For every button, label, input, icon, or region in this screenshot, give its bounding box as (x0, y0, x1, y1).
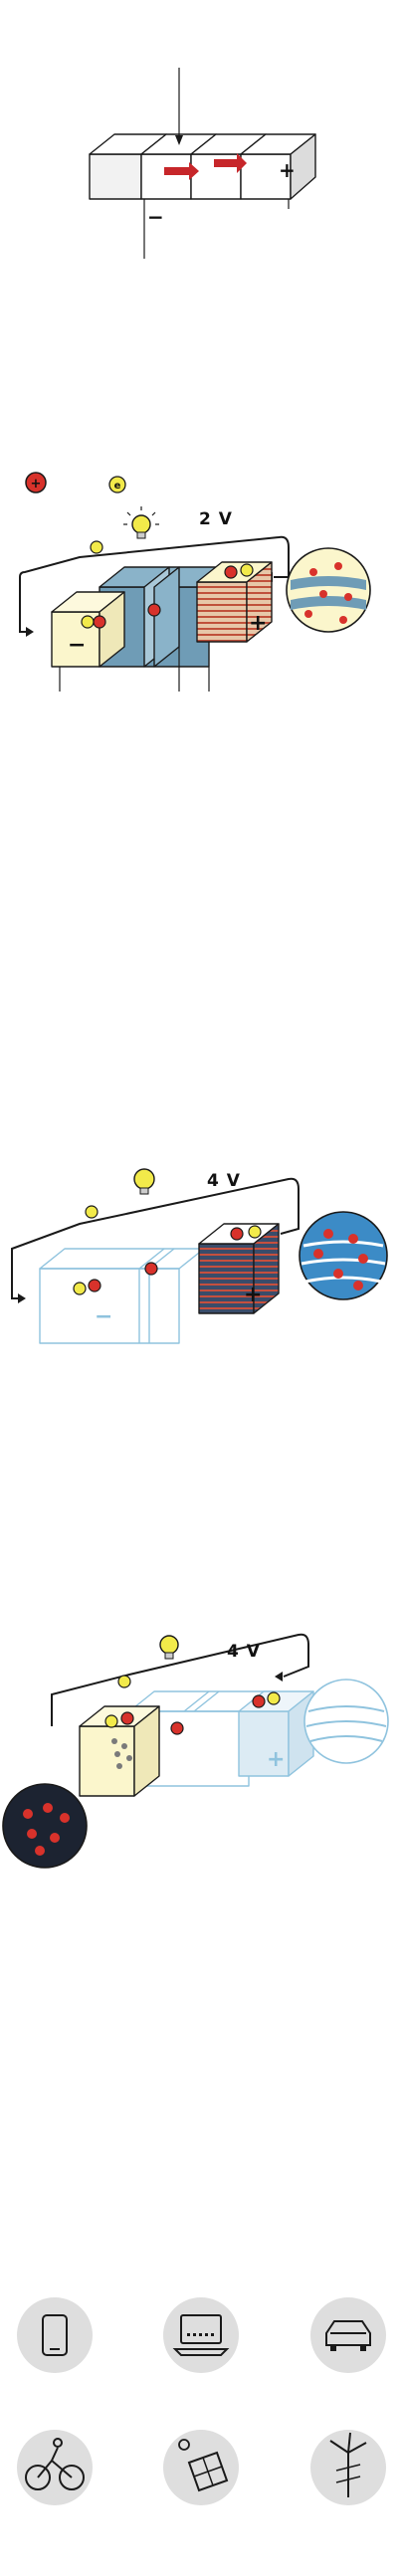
voltage-label: 2 V (199, 509, 233, 529)
light-bulb-icon (123, 506, 159, 539)
cathode-plus-sign: + (249, 611, 267, 636)
cathode-plus-sign: + (267, 1747, 285, 1772)
cell-diagram-4v-charged: 4 V − + (11, 1168, 388, 1344)
laptop-icon (163, 2297, 239, 2373)
solar-panel-icon (163, 2430, 239, 2505)
anode-zoom-detail (2, 1783, 88, 1869)
cathode-zoom-detail (303, 1679, 389, 1764)
wind-turbine-icon (310, 2430, 386, 2505)
voltage-label: 4 V (227, 1642, 261, 1662)
cathode-zoom-detail (299, 1211, 388, 1300)
cell-schematic-basic: − + (89, 68, 316, 259)
cell-diagram-4v-discharging: 4 V + (2, 1633, 389, 1869)
car-icon (310, 2297, 386, 2373)
minus-sign: − (147, 205, 164, 229)
smartphone-icon (17, 2297, 93, 2373)
plus-sign: + (279, 158, 296, 182)
light-bulb-icon (159, 1635, 179, 1660)
voltage-label: 4 V (207, 1171, 241, 1191)
anode-minus-sign: − (68, 633, 86, 658)
cell-diagram-2v: 2 V − + (19, 506, 371, 692)
ion-sign: + (31, 477, 42, 492)
applications-grid (17, 2297, 386, 2505)
electron-icon (108, 476, 126, 494)
legend: + e (25, 472, 126, 494)
cathode-zoom-detail (286, 547, 371, 633)
light-bulb-icon (133, 1168, 155, 1195)
electron-sign: e (114, 481, 121, 492)
lithium-ion-icon (25, 472, 47, 494)
cathode-plus-sign: + (244, 1283, 262, 1307)
e-bike-icon (17, 2430, 93, 2505)
anode-minus-sign: − (95, 1304, 112, 1329)
